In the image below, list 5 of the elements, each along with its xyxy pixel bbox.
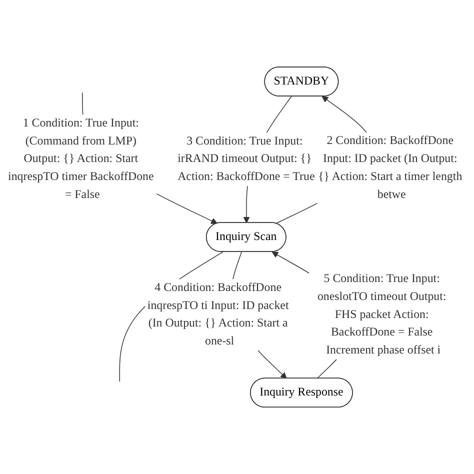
edge-label: 4 Condition: BackoffDone inqrespTO ti Input: ID packet (In Output: {} Action: Start a one-sl: [147, 281, 289, 348]
edge-label: 1 Condition: True Input: (Command from LMP) Output: {} Action: Start inqrespTO timer BackoffDone = False: [8, 116, 154, 201]
edge-label: 2 Condition: BackoffDone Input: ID packet (In Output: {} Action: Start a timer length betwe: [318, 134, 462, 201]
edge-label: 5 Condition: True Input: oneslotTO timeout Output: FHS packet Action: BackoffDone = False Increment phase offset i: [317, 272, 446, 356]
edge-label: 3 Condition: True Input: irRAND timeout Output: {} Action: BackoffDone = True: [178, 134, 315, 184]
